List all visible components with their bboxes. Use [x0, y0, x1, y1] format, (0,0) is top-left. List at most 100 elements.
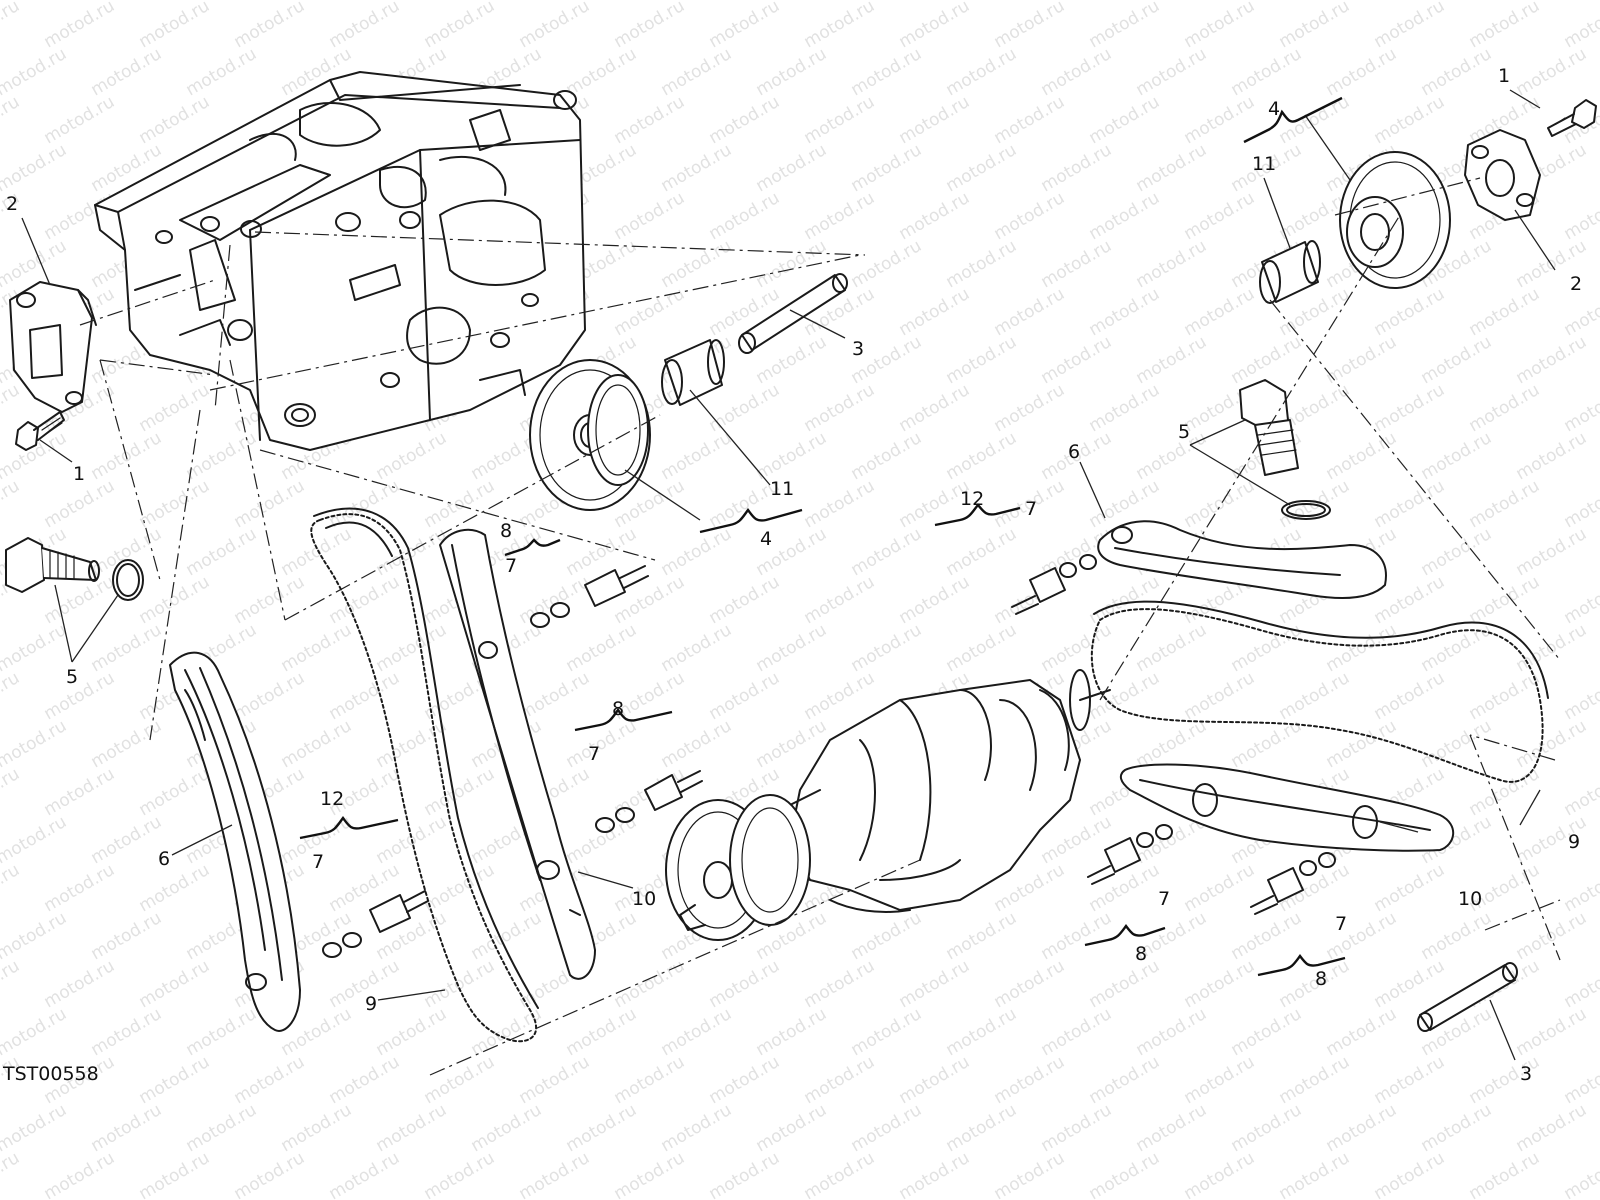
watermark-text: motod.ru	[1466, 668, 1544, 724]
watermark-text: motod.ru	[943, 1004, 1021, 1060]
watermark-text: motod.ru	[373, 1004, 451, 1060]
watermark-text: motod.ru	[753, 1004, 831, 1060]
watermark-text: motod.ru	[183, 1100, 261, 1156]
watermark-text: motod.ru	[136, 92, 214, 148]
watermark-text: motod.ru	[753, 428, 831, 484]
watermark-text: motod.ru	[801, 380, 879, 436]
watermark-text: motod.ru	[1038, 236, 1116, 292]
watermark-text: motod.ru	[848, 620, 926, 676]
watermark-text: motod.ru	[896, 92, 974, 148]
callout-11-right: 11	[1252, 153, 1276, 175]
watermark-text: motod.ru	[136, 1052, 214, 1108]
watermark-text: motod.ru	[1086, 0, 1164, 52]
watermark-text: motod.ru	[658, 524, 736, 580]
watermark-text: motod.ru	[278, 1100, 356, 1156]
watermark-text: motod.ru	[1371, 92, 1449, 148]
watermark-text: motod.ru	[706, 668, 784, 724]
watermark-text: motod.ru	[136, 476, 214, 532]
watermark-text: motod.ru	[0, 92, 23, 148]
watermark-text: motod.ru	[278, 620, 356, 676]
watermark-text: motod.ru	[88, 812, 166, 868]
watermark-text: motod.ru	[1513, 1100, 1591, 1156]
watermark-text: motod.ru	[231, 0, 309, 52]
part-6-right-guide	[1097, 520, 1387, 599]
watermark-text: motod.ru	[1086, 956, 1164, 1012]
leader-lines	[21, 89, 1556, 1061]
watermark-text: motod.ru	[943, 236, 1021, 292]
watermark-text: motod.ru	[1323, 428, 1401, 484]
watermark-text: motod.ru	[611, 188, 689, 244]
watermark-text: motod.ru	[1513, 44, 1591, 100]
watermark-text: motod.ru	[88, 620, 166, 676]
watermark-text: motod.ru	[1086, 92, 1164, 148]
callout-8-a: 8	[612, 698, 624, 720]
watermark-text: motod.ru	[1181, 188, 1259, 244]
watermark-text: motod.ru	[1038, 44, 1116, 100]
watermark-text: motod.ru	[706, 1052, 784, 1108]
watermark-text: motod.ru	[801, 1148, 879, 1200]
watermark-text: motod.ru	[0, 812, 70, 868]
watermark-text: motod.ru	[1418, 332, 1496, 388]
watermark-text: motod.ru	[848, 524, 926, 580]
watermark-text: motod.ru	[943, 524, 1021, 580]
watermark-text: motod.ru	[231, 572, 309, 628]
stud-set-upper-center	[530, 565, 649, 628]
watermark-text: motod.ru	[1513, 620, 1591, 676]
watermark-text: motod.ru	[1181, 956, 1259, 1012]
watermark-text: motod.ru	[1371, 956, 1449, 1012]
watermark-text: motod.ru	[848, 44, 926, 100]
watermark-text: motod.ru	[1133, 620, 1211, 676]
part-9-right-chain	[1090, 600, 1549, 783]
watermark-text: motod.ru	[658, 716, 736, 772]
watermark-text: motod.ru	[896, 1148, 974, 1200]
watermark-text: motod.ru	[563, 1004, 641, 1060]
watermark-text: motod.ru	[1276, 668, 1354, 724]
watermark-text: motod.ru	[658, 44, 736, 100]
watermark-text: motod.ru	[658, 140, 736, 196]
watermark-text: motod.ru	[1086, 380, 1164, 436]
part-2-right-plate	[1464, 129, 1541, 221]
watermark-text: motod.ru	[1133, 428, 1211, 484]
callout-11-center: 11	[770, 478, 794, 500]
watermark-text: motod.ru	[183, 524, 261, 580]
watermark-text: motod.ru	[848, 908, 926, 964]
watermark-text: motod.ru	[1561, 1148, 1600, 1200]
watermark-text: motod.ru	[611, 572, 689, 628]
watermark-text: motod.ru	[88, 716, 166, 772]
watermark-text: motod.ru	[943, 140, 1021, 196]
watermark-text: motod.ru	[41, 0, 119, 52]
watermark-text: motod.ru	[611, 284, 689, 340]
watermark-text: motod.ru	[801, 956, 879, 1012]
watermark-text: motod.ru	[421, 956, 499, 1012]
watermark-text: motod.ru	[1276, 0, 1354, 52]
watermark-text: motod.ru	[1133, 1100, 1211, 1156]
watermark-text: motod.ru	[1181, 284, 1259, 340]
watermark-text: motod.ru	[1038, 332, 1116, 388]
stud-set-lower-center	[595, 770, 703, 833]
part-1-left-bolt	[15, 411, 65, 451]
part-11-right-bushing	[1259, 240, 1321, 304]
watermark-text: motod.ru	[1323, 620, 1401, 676]
watermark-text: motod.ru	[706, 92, 784, 148]
watermark-text: motod.ru	[848, 236, 926, 292]
watermark-text: motod.ru	[753, 1100, 831, 1156]
watermark-text: motod.ru	[1133, 44, 1211, 100]
watermark-text: motod.ru	[1228, 1100, 1306, 1156]
watermark-text: motod.ru	[1418, 1100, 1496, 1156]
watermark-text: motod.ru	[1276, 1148, 1354, 1200]
watermark-text: motod.ru	[278, 716, 356, 772]
watermark-text: motod.ru	[563, 44, 641, 100]
watermark-text: motod.ru	[1371, 1148, 1449, 1200]
watermark-text: motod.ru	[1086, 1148, 1164, 1200]
callout-1-right: 1	[1498, 65, 1510, 87]
callout-7-e: 7	[1158, 888, 1170, 910]
watermark-text: motod.ru	[1371, 476, 1449, 532]
callout-10-right: 10	[1458, 888, 1482, 910]
watermark-text: motod.ru	[0, 668, 23, 724]
part-6-left-guide	[169, 651, 301, 1032]
callout-4-right: 4	[1268, 98, 1280, 120]
watermark-text: motod.ru	[1561, 476, 1600, 532]
watermark-text: motod.ru	[231, 1148, 309, 1200]
watermark-text: motod.ru	[516, 0, 594, 52]
